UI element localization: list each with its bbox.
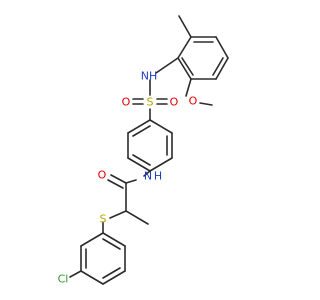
- carbonyl-double-b: [107, 179, 124, 189]
- atom-s-sulfonyl-label: S: [147, 96, 154, 109]
- atom-o-carbonyl-label: O: [98, 169, 107, 182]
- ch-s-bond: [109, 210, 127, 219]
- molecule-structure: NH S O O O N H O S Cl: [58, 15, 229, 286]
- ch-methyl-bond: [125, 210, 149, 225]
- atom-o-methoxy-label: O: [189, 95, 198, 108]
- ring-cl-bond: [69, 270, 82, 278]
- ring-n-bond: [143, 170, 151, 177]
- molecule-canvas: NH S O O O N H O S Cl: [58, 15, 229, 286]
- atom-o-right-label: O: [170, 96, 179, 109]
- atom-n-amide-label: N: [144, 170, 152, 183]
- atom-s-thio-label: S: [100, 213, 107, 226]
- methoxy-o-bond: [185, 78, 192, 97]
- methyl-bond: [178, 15, 192, 38]
- methoxy-ch3-bond: [199, 102, 213, 106]
- atom-o-left-label: O: [122, 96, 131, 109]
- atom-n-amide-h-label: H: [154, 170, 162, 183]
- aryl-nh-bond: [155, 57, 179, 74]
- atom-nh-label: NH: [141, 70, 158, 83]
- central-phenyl-ring: [127, 119, 173, 172]
- carbonyl-double-a: [110, 174, 127, 184]
- atom-cl-label: Cl: [58, 273, 69, 286]
- methoxy-methylphenyl-ring: [177, 36, 229, 80]
- chlorophenyl-ring: [80, 232, 126, 285]
- n-carbonyl-bond: [125, 179, 137, 184]
